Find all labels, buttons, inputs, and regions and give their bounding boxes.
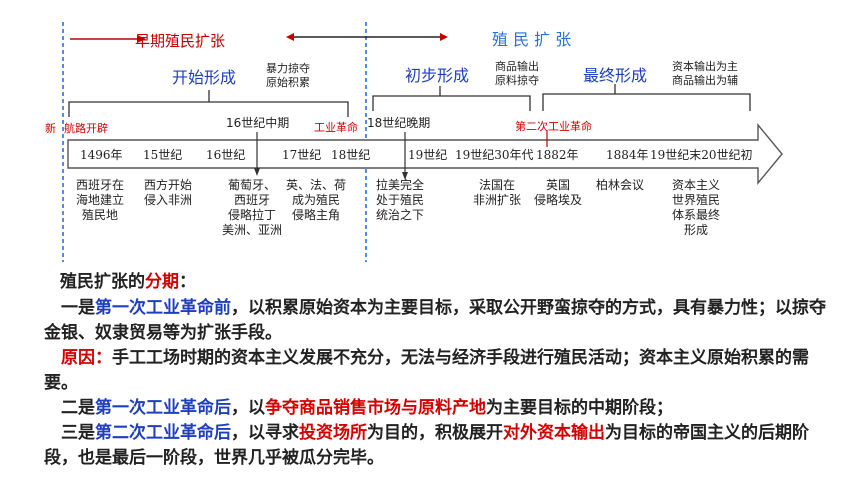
timeline-graphic — [62, 22, 783, 262]
heading: 殖民扩张的分期： — [60, 272, 196, 292]
tick-15c: 15世纪 — [143, 148, 183, 162]
stage-final-note-2: 商品输出为辅 — [672, 74, 738, 87]
stage-final-note-1: 资本输出为主 — [672, 60, 738, 73]
tick-19c: 19世纪 — [408, 148, 448, 162]
phase1-arrow-head — [137, 35, 146, 43]
bracket-final — [542, 93, 751, 111]
tick-1496: 1496年 — [80, 148, 123, 162]
paragraph-4: 三是第二次工业革命后，以寻求投资场所为目的，积极展开对外资本输出为目标的帝国主义… — [44, 423, 809, 468]
tick-19c-end: 19世纪末20世纪初 — [650, 148, 753, 162]
phase2-arrow-head-right — [440, 33, 448, 41]
tick-16c: 16世纪 — [206, 148, 246, 162]
stage-final: 最终形成 — [583, 66, 648, 85]
tick-1884: 1884年 — [606, 148, 649, 162]
phase2-arrow-head-left — [286, 33, 294, 41]
event-ukfrnl: 英、法、荷成为殖民侵略主角 — [285, 178, 346, 222]
event-france: 法国在非洲扩张 — [472, 178, 521, 207]
event-africa: 西方开始侵入非洲 — [143, 178, 192, 207]
event-system: 资本主义世界殖民体系最终形成 — [671, 178, 720, 237]
stage-initial-note-1: 商品输出 — [495, 60, 539, 73]
marker-late18: 18世纪晚期 — [367, 116, 431, 130]
event-berlin: 柏林会议 — [595, 178, 644, 192]
event-egypt: 英国侵略埃及 — [533, 178, 582, 207]
event-latam: 拉美完全处于殖民统治之下 — [375, 178, 424, 222]
marker-mid16: 16世纪中期 — [226, 116, 290, 130]
stage-start: 开始形成 — [172, 68, 237, 87]
phase2-label: 殖 民 扩 张 — [492, 30, 572, 49]
paragraph-1: 一是第一次工业革命前，以积累原始资本为主要目标，采取公开野蛮掠夺的方式，具有暴力… — [44, 298, 826, 343]
timeline-arrow — [67, 123, 783, 185]
tick-1882: 1882年 — [536, 148, 579, 162]
marker-route: 航路开辟 — [64, 122, 108, 135]
marker-xin: 新 — [45, 122, 56, 135]
paragraph-2: 原因：手工工场时期的资本主义发展不充分，无法与经济手段进行殖民活动；资本主义原始… — [44, 348, 809, 393]
stage-start-note-2: 原始积累 — [266, 76, 310, 89]
event-haiti: 西班牙在海地建立殖民地 — [75, 178, 124, 222]
stage-initial-note-2: 原料掠夺 — [495, 74, 539, 87]
tick-19c30: 19世纪30年代 — [455, 148, 534, 162]
tick-17c: 17世纪 — [282, 148, 322, 162]
marker-ir2: 第二次工业革命 — [515, 120, 592, 133]
marker-ir1: 工业革命 — [314, 121, 358, 134]
bracket-initial — [372, 95, 531, 111]
bracket-start — [68, 101, 349, 117]
stage-initial: 初步形成 — [405, 66, 470, 85]
event-iberia: 葡萄牙、西班牙侵略拉丁美洲、亚洲 — [221, 178, 282, 237]
tick-18c: 18世纪 — [331, 148, 371, 162]
paragraph-3: 二是第一次工业革命后，以争夺商品销售市场与原料产地为主要目标的中期阶段； — [61, 398, 673, 418]
stage-start-note-1: 暴力掠夺 — [266, 62, 310, 75]
phase1-label: 早期殖民扩张 — [135, 32, 226, 50]
